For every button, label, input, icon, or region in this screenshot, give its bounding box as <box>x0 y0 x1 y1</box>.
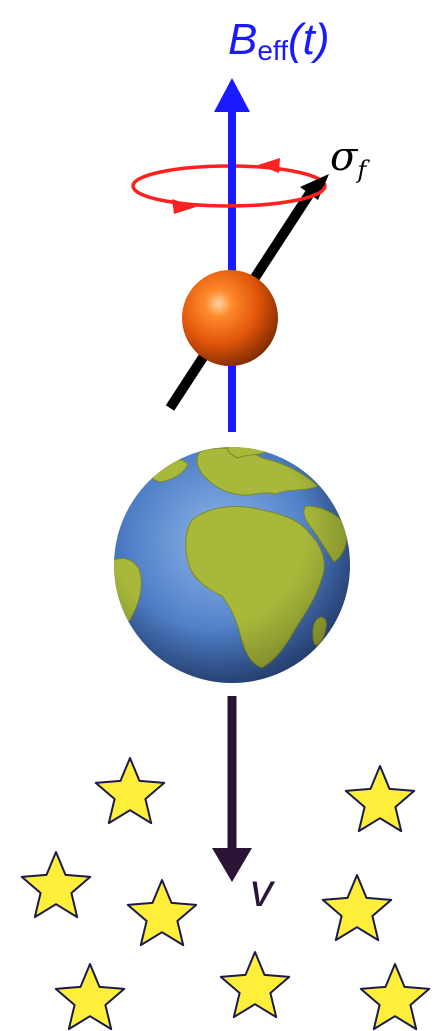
field-arrow-head <box>214 78 250 112</box>
precession-arrowhead-front <box>172 199 196 214</box>
star-icon <box>346 766 414 831</box>
star-icon <box>361 964 429 1029</box>
star-field <box>22 758 429 1029</box>
spin-label: σf <box>330 134 370 184</box>
spin-subscript: f <box>355 156 370 184</box>
velocity-arrow-head <box>212 848 252 882</box>
spin-symbol: σ <box>330 134 359 180</box>
star-icon <box>22 852 90 917</box>
star-icon <box>96 758 164 823</box>
precession-arrowhead-back <box>258 158 280 173</box>
star-icon <box>323 875 391 940</box>
field-label: Beff(t) <box>228 15 330 66</box>
velocity-label: v <box>250 864 276 916</box>
earth-globe-icon <box>112 443 350 683</box>
star-icon <box>221 952 289 1017</box>
star-icon <box>56 964 124 1029</box>
field-symbol: B <box>228 15 257 64</box>
star-icon <box>128 880 196 945</box>
particle <box>182 270 278 366</box>
field-argument: (t) <box>288 15 330 64</box>
field-subscript: eff <box>257 35 288 66</box>
